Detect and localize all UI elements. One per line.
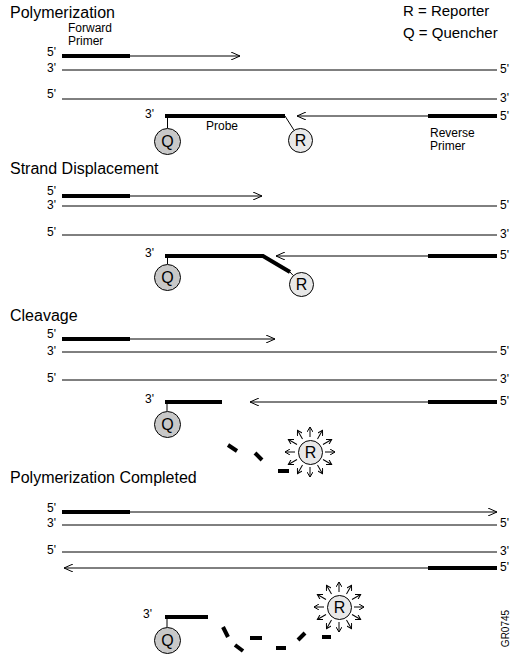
quencher-circle: Q — [154, 411, 181, 438]
strand-end: 5' — [500, 249, 509, 262]
strand-end: 5' — [500, 517, 509, 530]
node-letter: R — [334, 600, 346, 616]
figure-code: GR0745 — [500, 610, 511, 647]
strand-end: 5' — [47, 328, 56, 341]
strand-end: 5' — [500, 345, 509, 358]
node-letter: R — [295, 133, 307, 149]
strand-end: 5' — [500, 110, 509, 123]
strand-end: 5' — [500, 395, 509, 408]
node-letter: R — [305, 445, 317, 461]
strand-end: 5' — [47, 185, 56, 198]
reporter-circle: R — [327, 595, 352, 620]
strand-end: 5' — [47, 502, 56, 515]
node-letter: Q — [161, 633, 173, 649]
strand-end: 5' — [500, 199, 509, 212]
strand-end: 3' — [500, 545, 509, 558]
strand-end: 3' — [47, 517, 56, 530]
strand-end: 5' — [47, 46, 56, 59]
primer-label: Reverse Primer — [430, 127, 480, 153]
strand-end: 5' — [47, 544, 56, 557]
legend-text: Q = Quencher — [403, 25, 498, 42]
edge-label: Probe — [206, 120, 238, 133]
strand-end: 3' — [500, 373, 509, 386]
strand-end: 3' — [143, 608, 152, 621]
probe-leader — [165, 256, 293, 275]
panel-title: Polymerization Completed — [10, 469, 197, 487]
quencher-circle: Q — [154, 128, 181, 155]
strand-end: 3' — [145, 247, 154, 260]
panel-title: Cleavage — [10, 307, 78, 325]
node-letter: Q — [161, 270, 173, 286]
strand-end: 3' — [500, 92, 509, 105]
strand-end: 5' — [47, 88, 56, 101]
node-letter: Q — [161, 134, 173, 150]
node-letter: R — [296, 277, 308, 293]
panel-title: Strand Displacement — [10, 160, 159, 178]
quencher-circle: Q — [154, 264, 181, 291]
strand-end: 5' — [47, 372, 56, 385]
reporter-circle: R — [288, 128, 313, 153]
strand-end: 3' — [145, 108, 154, 121]
strand-end: 5' — [500, 63, 509, 76]
quencher-circle: Q — [154, 627, 181, 654]
strand-end: 3' — [145, 393, 154, 406]
reporter-circle: R — [289, 272, 314, 297]
strand-end: 3' — [47, 345, 56, 358]
primer-label: Forward Primer — [68, 22, 118, 48]
strand-end: 5' — [500, 561, 509, 574]
reporter-circle: R — [298, 440, 323, 465]
node-letter: Q — [161, 417, 173, 433]
legend-text: R = Reporter — [403, 3, 489, 20]
strand-end: 3' — [47, 62, 56, 75]
strand-end: 3' — [47, 199, 56, 212]
probe-bar — [165, 256, 290, 272]
strand-end: 3' — [500, 228, 509, 241]
panel-title: Polymerization — [10, 4, 115, 22]
probe-connector — [165, 256, 293, 275]
strand-end: 5' — [47, 226, 56, 239]
probe-bar — [165, 114, 285, 118]
